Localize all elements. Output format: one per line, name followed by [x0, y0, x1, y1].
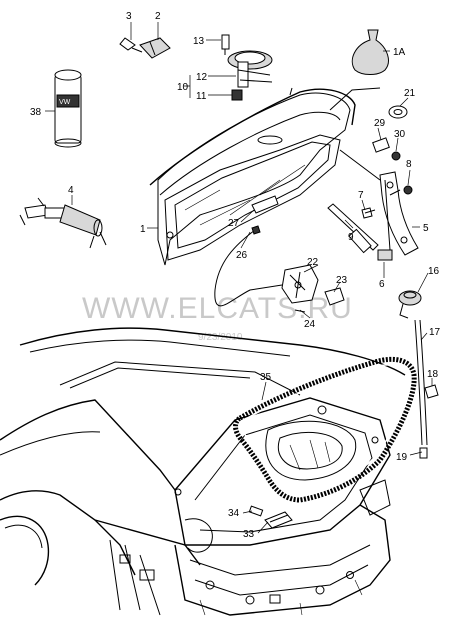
- tube-bracket: [424, 384, 439, 399]
- trunk-lid: [149, 87, 381, 266]
- label-2: 2: [155, 11, 161, 22]
- car-body: [0, 327, 406, 616]
- trunk-seal: [233, 356, 417, 503]
- label-21: 21: [404, 88, 416, 99]
- release-cable: [214, 195, 283, 307]
- label-33: 33: [243, 529, 255, 540]
- gas-strut: [19, 197, 107, 249]
- label-24: 24: [304, 319, 316, 330]
- label-16: 16: [428, 266, 440, 277]
- label-29: 29: [374, 118, 386, 129]
- label-5: 5: [423, 223, 429, 234]
- part-labels: 3 2 13 10 12 11 1A 38 21 29 30 8 4 7 5 9…: [30, 11, 441, 540]
- label-6: 6: [379, 279, 385, 290]
- leader-lines: [45, 22, 433, 534]
- striker-plate: [248, 505, 293, 529]
- label-22: 22: [307, 257, 319, 268]
- label-3: 3: [126, 11, 132, 22]
- label-35: 35: [260, 372, 272, 383]
- label-23: 23: [336, 275, 348, 286]
- label-34: 34: [228, 508, 240, 519]
- label-4: 4: [68, 185, 74, 196]
- label-11: 11: [196, 91, 207, 102]
- drain-grommet: [398, 290, 422, 319]
- watermark-date: 9/23/2010: [198, 332, 243, 343]
- label-8: 8: [406, 159, 412, 170]
- label-17: 17: [429, 327, 441, 338]
- can-logo-icon: VW: [59, 99, 71, 106]
- small-clip: [377, 249, 393, 261]
- hinge-bushes: [372, 105, 408, 161]
- label-13: 13: [193, 36, 205, 47]
- label-38: 38: [30, 107, 42, 118]
- label-1: 1: [140, 224, 146, 235]
- label-19: 19: [396, 452, 408, 463]
- drain-tube: [414, 319, 428, 459]
- label-12: 12: [196, 72, 208, 83]
- trunk-hinge: [339, 149, 419, 256]
- label-10: 10: [177, 82, 189, 93]
- emblem-lock-assembly: [221, 34, 273, 101]
- label-27: 27: [228, 218, 240, 229]
- trunk-lock: [281, 264, 345, 313]
- bracket-parts: [119, 37, 171, 59]
- label-18: 18: [427, 369, 439, 380]
- lid-support-strut: [327, 185, 413, 254]
- label-26: 26: [236, 250, 248, 261]
- label-30: 30: [394, 129, 406, 140]
- spray-can: VW: [54, 69, 82, 148]
- label-1a: 1A: [393, 47, 406, 58]
- label-9: 9: [348, 232, 354, 243]
- small-parts-bag: [351, 29, 389, 75]
- label-7: 7: [358, 190, 364, 201]
